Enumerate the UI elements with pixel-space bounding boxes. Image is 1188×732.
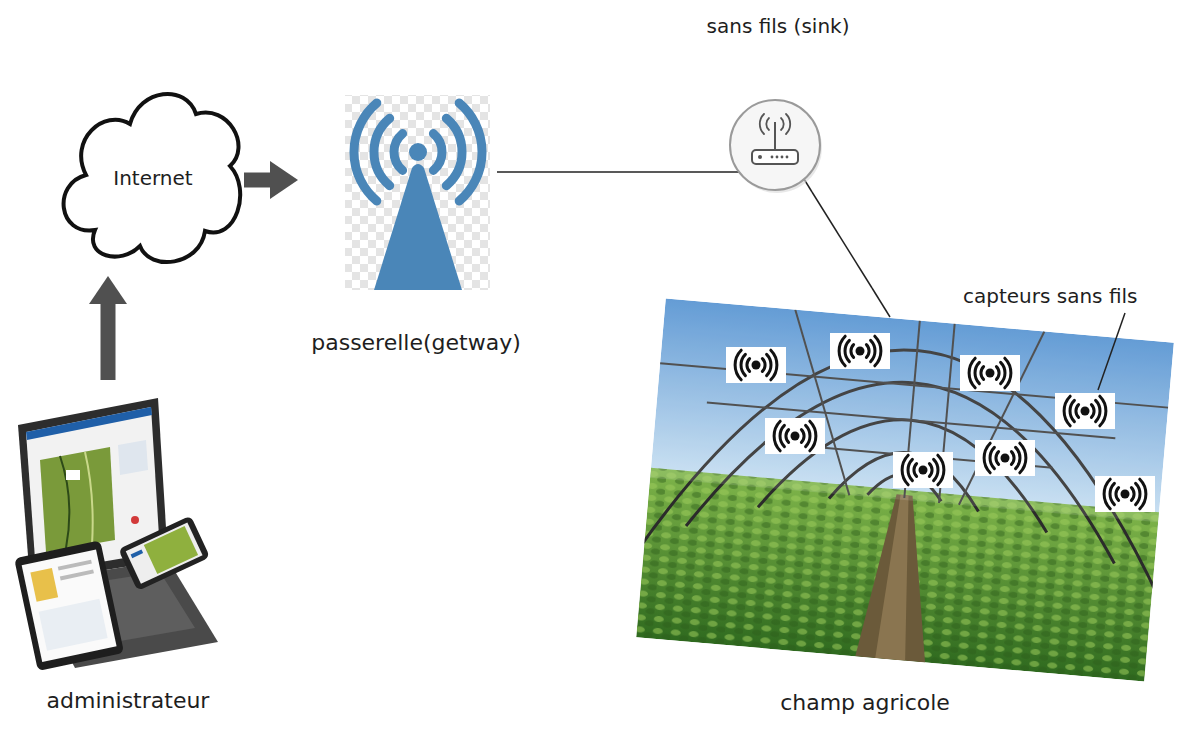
- sensor-icon: [726, 333, 1155, 512]
- gateway-node: passerelle(getway): [302, 92, 530, 367]
- node-label: sans fils (sink): [707, 14, 850, 38]
- sink-icon: [730, 100, 822, 193]
- connector-shaft: [812, 192, 872, 288]
- admin-node: administrateur: [12, 392, 234, 728]
- thick-arrow: [244, 161, 298, 199]
- node-label: Internet: [113, 166, 192, 190]
- wire: [497, 172, 890, 317]
- leader-line: [1098, 313, 1125, 390]
- greenhouse-photo: [626, 298, 1184, 683]
- arrow-head: [270, 161, 298, 199]
- sink-node: sans fils (sink): [690, 10, 866, 192]
- node-label: passerelle(getway): [311, 330, 521, 356]
- annotation-label: capteurs sans fils: [961, 284, 1139, 308]
- thick-arrow: [89, 276, 127, 380]
- connector-shaft: [101, 303, 116, 380]
- gateway-icon: [345, 95, 490, 290]
- cloud-node: Internet: [62, 82, 240, 272]
- node-label: administrateur: [47, 688, 210, 714]
- link-line: [530, 172, 690, 173]
- node-label: champ agricole: [780, 690, 950, 716]
- arrow-head: [89, 276, 127, 304]
- link-line: [812, 192, 872, 288]
- field-node: champ agricole: [630, 288, 1182, 728]
- admin-devices: [14, 398, 218, 671]
- internet-cloud: [64, 94, 241, 262]
- connector-shaft: [530, 171, 690, 173]
- connector-shaft: [244, 173, 271, 188]
